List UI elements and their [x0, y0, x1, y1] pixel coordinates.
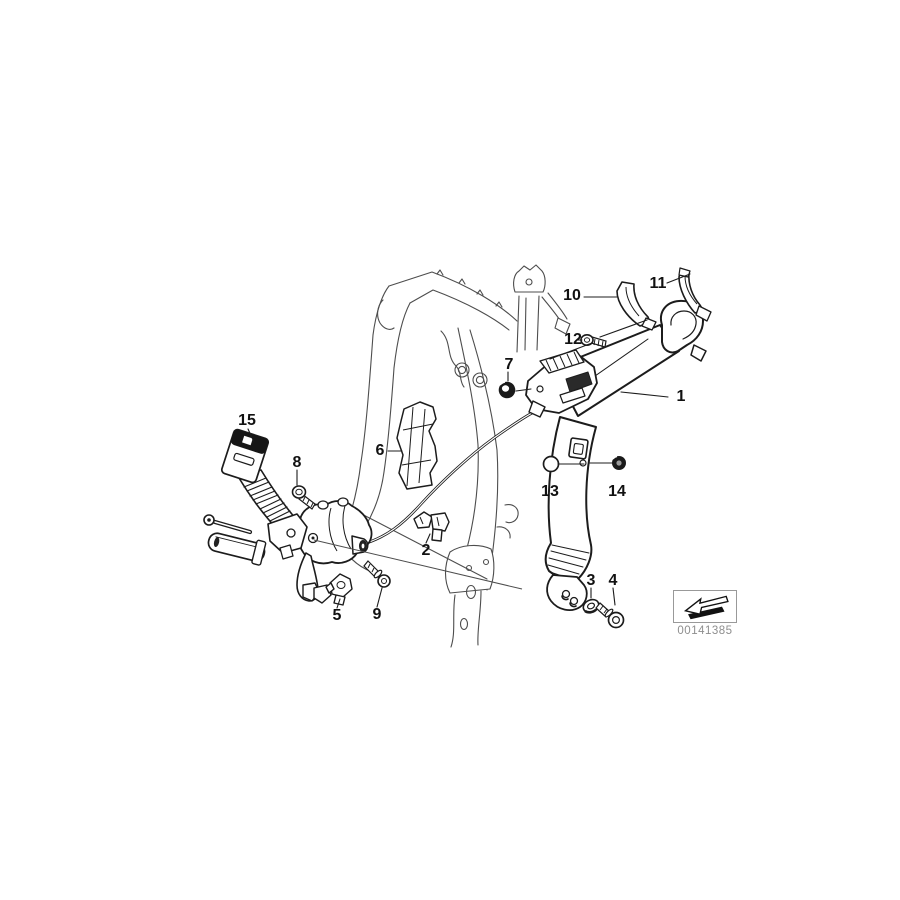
part-9-screw — [363, 560, 391, 588]
callout-3[interactable]: 3 — [586, 572, 596, 589]
callout-1[interactable]: 1 — [676, 388, 686, 405]
callout-6[interactable]: 6 — [375, 442, 385, 459]
association-line — [313, 539, 523, 590]
stamp-box — [673, 590, 737, 623]
part-8-bolt — [291, 485, 316, 510]
callout-2[interactable]: 2 — [421, 542, 431, 559]
part-3-washer — [582, 598, 600, 614]
leader-lines — [247, 273, 691, 609]
callout-15[interactable]: 15 — [238, 412, 256, 429]
callout-10[interactable]: 10 — [563, 287, 581, 304]
belt-latch-mechanism — [525, 349, 598, 418]
callout-7[interactable]: 7 — [504, 356, 514, 373]
image-number: 00141385 — [677, 625, 733, 637]
callout-9[interactable]: 9 — [372, 606, 382, 623]
part-6-belt-guide — [396, 401, 438, 490]
callout-13[interactable]: 13 — [541, 483, 559, 500]
callout-11[interactable]: 11 — [649, 275, 667, 292]
part-2-clip — [413, 511, 450, 542]
callout-12[interactable]: 12 — [564, 331, 582, 348]
callout-4[interactable]: 4 — [608, 572, 618, 589]
bowden-cable — [359, 411, 533, 547]
callout-14[interactable]: 14 — [608, 483, 626, 500]
part-13-cap — [542, 455, 560, 473]
part-12-screw — [580, 333, 607, 348]
seat-frame — [339, 264, 571, 648]
part-4-bolt — [595, 602, 625, 629]
callout-8[interactable]: 8 — [292, 454, 302, 471]
continuation-arrow-icon — [683, 595, 729, 619]
part-15-buckle-tensioner — [203, 428, 308, 566]
callout-5[interactable]: 5 — [332, 607, 342, 624]
part-5-clip — [325, 573, 353, 606]
part-14-nut — [612, 455, 626, 470]
part-7-nut — [498, 381, 516, 399]
